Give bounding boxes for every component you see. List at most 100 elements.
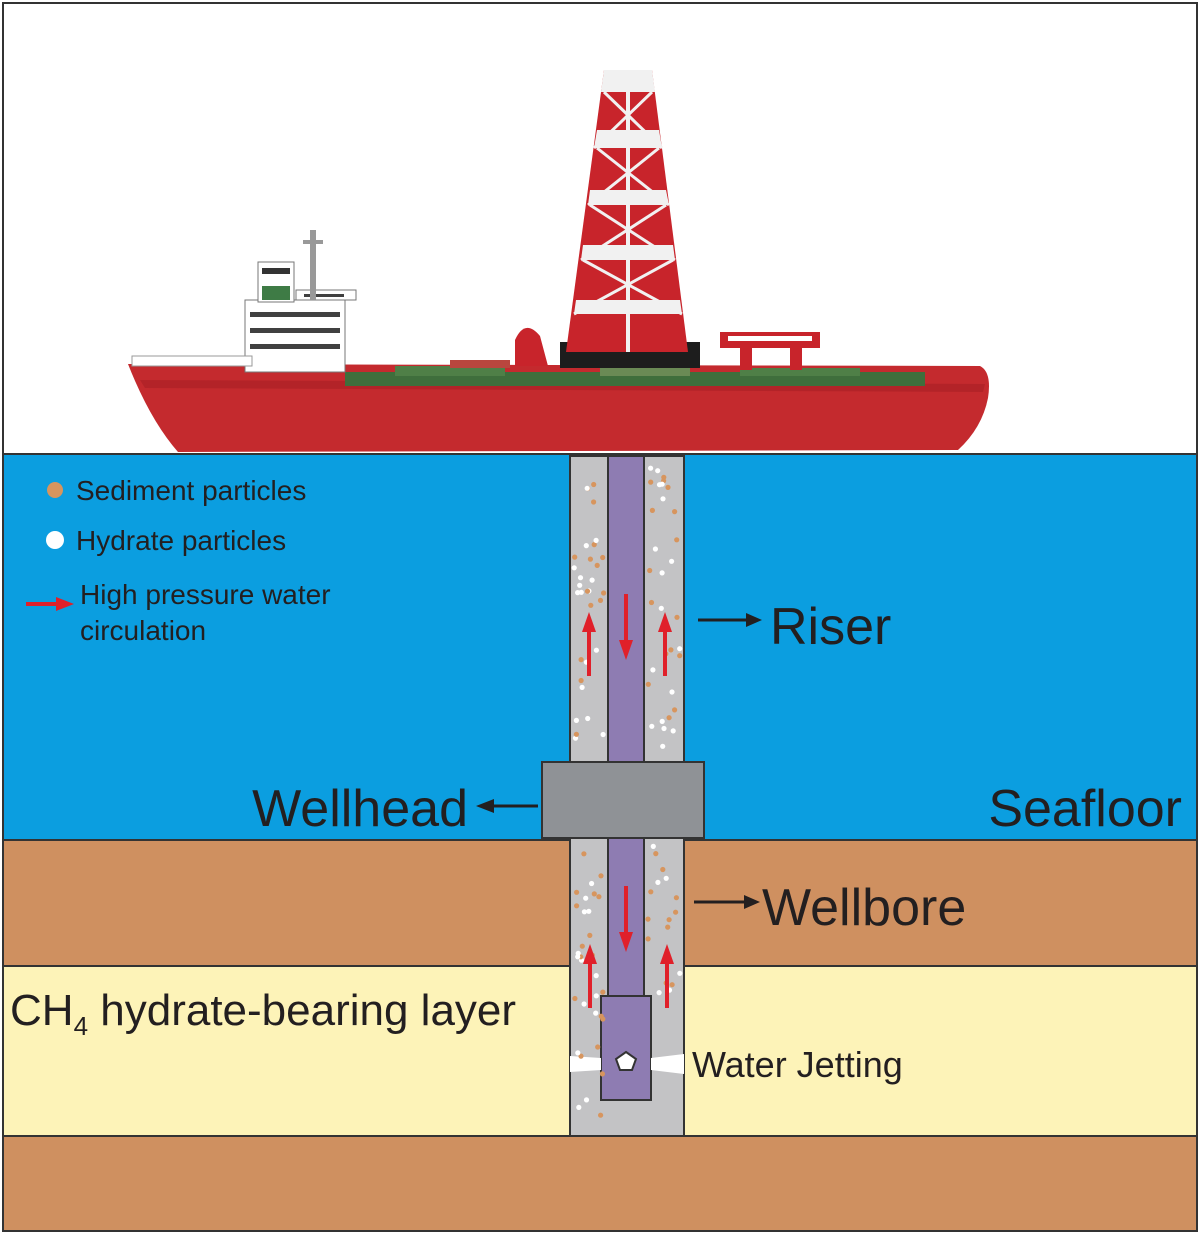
- sediment-particle: [645, 681, 651, 687]
- sediment-particle: [674, 614, 680, 620]
- sediment-particle: [665, 484, 671, 490]
- hydrate-particle: [655, 879, 661, 886]
- riser-label: Riser: [770, 598, 891, 656]
- sediment-particle: [584, 588, 591, 594]
- sediment-particle: [595, 1044, 601, 1050]
- sediment-particle: [591, 481, 597, 488]
- flow-arrow-up: [582, 612, 596, 676]
- sediment-particle: [588, 602, 594, 608]
- hydrate-particle: [583, 1097, 590, 1103]
- water-jetting-label: Water Jetting: [692, 1044, 903, 1085]
- sediment-particle: [587, 556, 594, 562]
- hydrate-particle: [663, 875, 669, 881]
- sediment-particle: [572, 554, 578, 560]
- sediment-particle: [648, 479, 654, 485]
- hydrate-particle: [650, 667, 656, 673]
- wellhead-label: Wellhead: [252, 780, 468, 838]
- sediment-particle: [672, 707, 678, 713]
- hydrate-particle: [593, 647, 600, 653]
- wellbore-callout: Wellbore: [694, 879, 966, 937]
- hydrate-particle: [660, 496, 666, 502]
- sediment-particle: [591, 542, 597, 548]
- sediment-particle: [591, 891, 597, 897]
- hydrate-particle: [581, 1001, 587, 1007]
- drilling-ship-icon: [128, 230, 989, 452]
- hydrate-particle: [670, 728, 676, 734]
- hydrate-particle: [669, 558, 675, 564]
- sediment-particle: [669, 982, 675, 988]
- legend-sediment-label: Sediment particles: [76, 475, 306, 506]
- sediment-particle: [601, 590, 607, 596]
- jet-nozzle-icon: [614, 1050, 638, 1071]
- hydrate-particle: [589, 577, 595, 583]
- flow-arrow-up: [660, 944, 674, 1008]
- sediment-particle: [578, 1053, 584, 1059]
- sediment-particle: [581, 851, 587, 857]
- seafloor-label: Seafloor: [988, 780, 1182, 838]
- hydrate-particle: [575, 590, 581, 596]
- hydrate-particle: [593, 1010, 599, 1016]
- sediment-particle: [653, 851, 659, 857]
- sediment-particle-swatch: [47, 482, 63, 498]
- sediment-particle: [673, 895, 680, 901]
- sediment-particle: [645, 916, 651, 922]
- flow-arrow-up: [583, 944, 597, 1008]
- flow-arrow-down: [619, 594, 633, 660]
- sediment-particle: [677, 653, 683, 659]
- sediment-particle: [574, 889, 580, 895]
- hydrate-particle-swatch: [46, 531, 64, 549]
- hydrate-particle: [677, 970, 683, 976]
- sediment-particle: [647, 567, 653, 574]
- hydrate-particle: [578, 589, 584, 595]
- sediment-particle: [579, 943, 585, 949]
- sediment-particle: [598, 873, 604, 879]
- hydrate-particle: [589, 880, 595, 887]
- sediment-particle: [573, 731, 580, 737]
- sediment-particle: [665, 924, 671, 930]
- flow-arrows: [582, 594, 674, 1008]
- hydrate-particle: [669, 689, 675, 695]
- hydrate-particle: [577, 582, 583, 588]
- sediment-particle: [674, 537, 680, 543]
- right-water-jet: [651, 1054, 684, 1074]
- sediment-particle: [668, 647, 674, 653]
- hydrate-particle: [652, 546, 659, 552]
- hydrate-particle: [581, 909, 588, 915]
- sediment-particle: [599, 1071, 606, 1077]
- lower-sediment-layer: [4, 1136, 1196, 1230]
- hydrate-particle: [586, 908, 592, 914]
- sediment-particle: [648, 599, 655, 606]
- derrick-tower-icon: [566, 70, 688, 352]
- flow-arrow-down: [619, 886, 633, 952]
- hydrate-particle: [650, 843, 656, 850]
- hydrate-particle: [585, 715, 591, 722]
- sediment-particle: [672, 509, 678, 515]
- sediment-particle: [648, 889, 654, 895]
- legend-hydrate-label: Hydrate particles: [76, 525, 286, 556]
- sediment-particle: [645, 936, 651, 942]
- hydrate-particle: [573, 717, 580, 724]
- sediment-particle: [591, 499, 597, 505]
- wellhead-block: [541, 761, 705, 839]
- sediment-particle: [649, 507, 656, 513]
- sediment-particle: [666, 917, 672, 923]
- hydrate-particle: [661, 725, 667, 732]
- sediment-particle: [578, 657, 584, 663]
- hydrate-particle: [600, 731, 606, 738]
- legend-circulation-label-line1: High pressure water: [80, 579, 331, 610]
- hydrate-particle: [576, 1104, 582, 1110]
- hydrate-particle: [658, 605, 664, 611]
- sediment-particle: [660, 866, 666, 873]
- hydrate-particle: [583, 895, 589, 901]
- hydrate-particle: [659, 481, 665, 487]
- sediment-particle: [598, 1112, 604, 1118]
- hydrate-particle: [583, 543, 589, 549]
- sediment-particle: [572, 995, 578, 1002]
- red-arrow-swatch: [26, 597, 74, 611]
- sediment-particle: [597, 597, 604, 604]
- hydrate-particle: [577, 575, 584, 581]
- hydrate-particle: [659, 570, 665, 576]
